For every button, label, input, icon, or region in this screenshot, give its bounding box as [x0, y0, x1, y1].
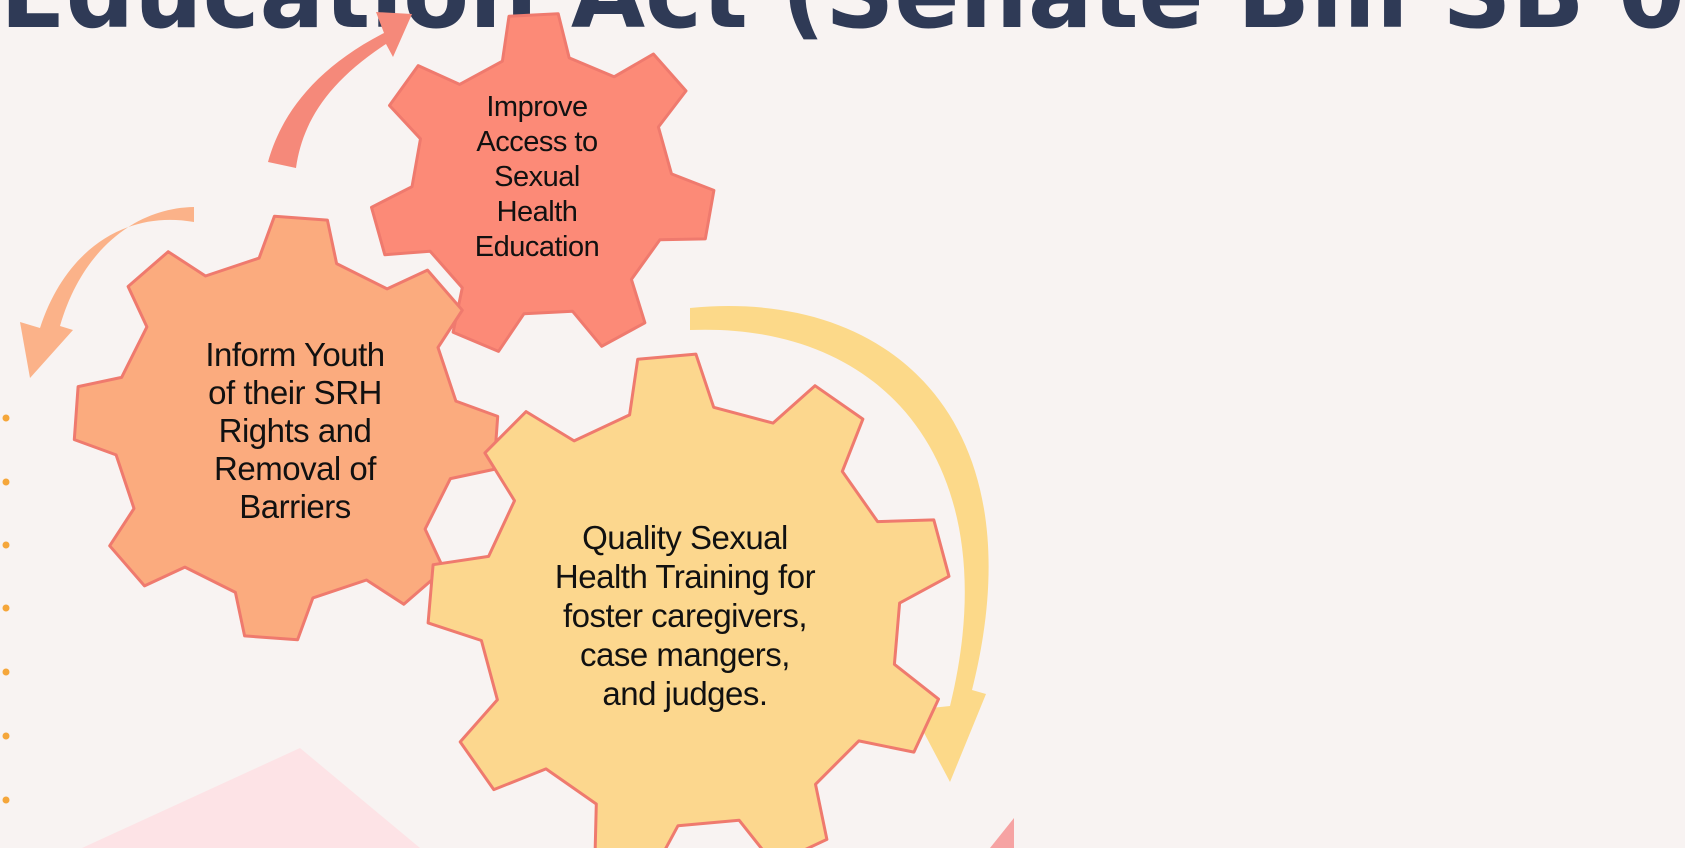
bullet-dot [2, 604, 10, 612]
arrow-training [690, 306, 989, 782]
cycle-diagram [2, 12, 1014, 848]
gear-label-inform: Inform Youth of their SRH Rights and Rem… [205, 336, 385, 525]
pink-corner-shape [990, 818, 1014, 848]
page-title: Education Act (Senate Bill SB 0 [0, 0, 1685, 54]
bullet-dots [2, 414, 10, 804]
bullet-dot [2, 541, 10, 549]
bullet-dot [2, 414, 10, 422]
pink-background-shape [82, 748, 420, 848]
arrow-access [268, 12, 412, 168]
bullet-dot [2, 478, 10, 486]
gear-inform [72, 214, 500, 642]
gear-label-access: Improve Access to Sexual Health Educatio… [474, 90, 600, 263]
gear-training [426, 352, 951, 848]
bullet-dot [2, 796, 10, 804]
bullet-dot [2, 732, 10, 740]
arrow-inform [20, 207, 194, 378]
gear-label-training: Quality Sexual Health Training for foste… [554, 518, 816, 712]
bullet-dot [2, 668, 10, 676]
gear-access [370, 12, 716, 353]
